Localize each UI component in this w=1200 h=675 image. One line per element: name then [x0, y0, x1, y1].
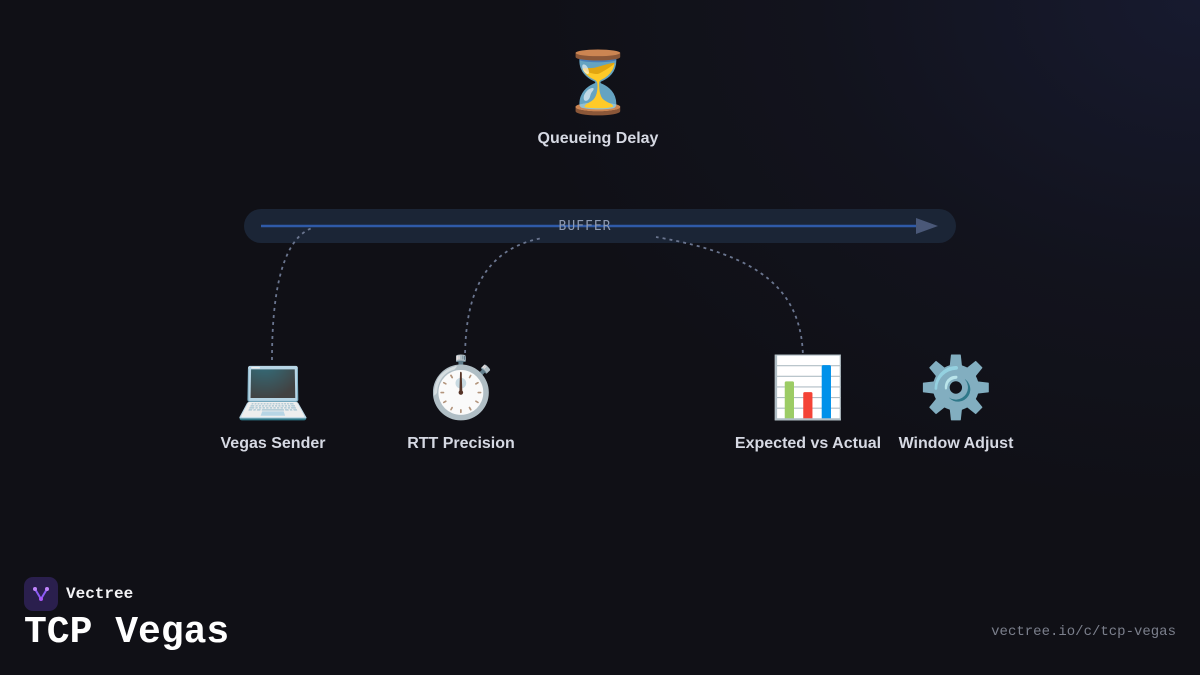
node-label-window-adjust: Window Adjust	[898, 435, 1014, 452]
node-label-rtt-precision: RTT Precision	[407, 435, 515, 452]
brand: Vectree	[24, 577, 133, 611]
page-url[interactable]: vectree.io/c/tcp-vegas	[991, 624, 1176, 640]
node-label-vegas-sender: Vegas Sender	[220, 435, 326, 452]
brand-name: Vectree	[66, 585, 134, 603]
laptop-icon: 💻	[235, 353, 311, 423]
page-title: TCP Vegas	[24, 611, 230, 654]
gear-icon: ⚙️	[918, 353, 994, 423]
hourglass-icon: ⏳	[560, 48, 636, 118]
buffer-label: BUFFER	[558, 219, 612, 234]
node-expected-vs-actual: 📊 Expected vs Actual	[718, 353, 898, 453]
node-label-queueing-delay: Queueing Delay	[537, 130, 659, 147]
node-window-adjust: ⚙️ Window Adjust	[866, 353, 1046, 453]
stopwatch-icon: ⏱️	[423, 353, 499, 423]
connector-rtt-precision	[464, 237, 543, 361]
vectree-logo-icon	[24, 577, 58, 611]
buffer-flow-arrowhead	[916, 218, 938, 234]
connector-vegas-sender	[271, 227, 313, 361]
node-rtt-precision: ⏱️ RTT Precision	[371, 353, 551, 453]
node-queueing-delay: ⏳ Queueing Delay	[508, 48, 688, 148]
node-vegas-sender: 💻 Vegas Sender	[183, 353, 363, 453]
connector-expected-vs-actual	[655, 236, 804, 361]
bar-chart-icon: 📊	[770, 353, 846, 423]
node-label-expected-vs-actual: Expected vs Actual	[734, 435, 882, 452]
